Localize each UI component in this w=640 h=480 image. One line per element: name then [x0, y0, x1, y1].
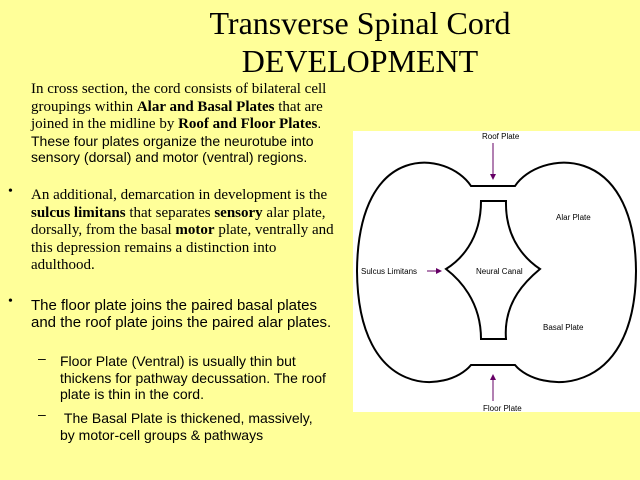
cord-outline [355, 161, 638, 383]
intro-text-3: . These four plates organize the neurotu… [31, 115, 322, 165]
label-floor-plate: Floor Plate [483, 404, 522, 412]
sub-1-text: Floor Plate (Ventral) is usually thin bu… [60, 353, 326, 402]
bullet-2-text: An additional, demarcation in developmen… [31, 186, 341, 274]
title-line-1: Transverse Spinal Cord [209, 5, 511, 41]
sub-2-text: The Basal Plate is thickened, massively,… [60, 410, 317, 443]
bullet-3-text: The floor plate joins the paired basal p… [31, 297, 332, 331]
bullet-2-text-3: alar plate, dorsally, from the basal [31, 204, 326, 239]
bullet-2-text-4: plate, ventrally and this depression rem… [31, 222, 334, 273]
bullet-2-bold-motor: motor [175, 222, 215, 238]
bullet-2-bold-sulcus: sulcus limitans [31, 204, 126, 221]
intro-bold-plates: Alar and Basal Plates [136, 98, 275, 115]
intro-bold-roof-floor: Roof and Floor Plates [178, 116, 318, 132]
slide-title: Transverse Spinal Cord DEVELOPMENT [160, 4, 560, 80]
sub-2-dash: – [38, 406, 46, 422]
bullet-3-symbol: • [8, 294, 13, 309]
intro-text-2: that are joined in the midline by [31, 98, 323, 133]
bullet-2-text-1: An additional, demarcation in developmen… [31, 187, 328, 203]
bullet-2-symbol: • [8, 184, 13, 199]
label-alar-plate: Alar Plate [556, 213, 591, 222]
label-neural-canal: Neural Canal [476, 267, 523, 276]
bullet-2-text-2: that separates [125, 204, 215, 221]
label-basal-plate: Basal Plate [543, 323, 584, 332]
spinal-cord-diagram: Roof Plate Alar Plate Sulcus Limitans Ne… [353, 131, 640, 412]
label-sulcus-limitans: Sulcus Limitans [361, 267, 417, 276]
intro-paragraph: In cross section, the cord consists of b… [31, 80, 341, 166]
title-line-2: DEVELOPMENT [241, 43, 479, 79]
label-roof-plate: Roof Plate [482, 132, 520, 141]
bullet-2-bold-sensory: sensory [214, 204, 263, 221]
neural-canal-outline [444, 200, 542, 340]
intro-text-1: In cross section, the cord consists of b… [31, 81, 327, 115]
sub-1-dash: – [38, 350, 46, 366]
